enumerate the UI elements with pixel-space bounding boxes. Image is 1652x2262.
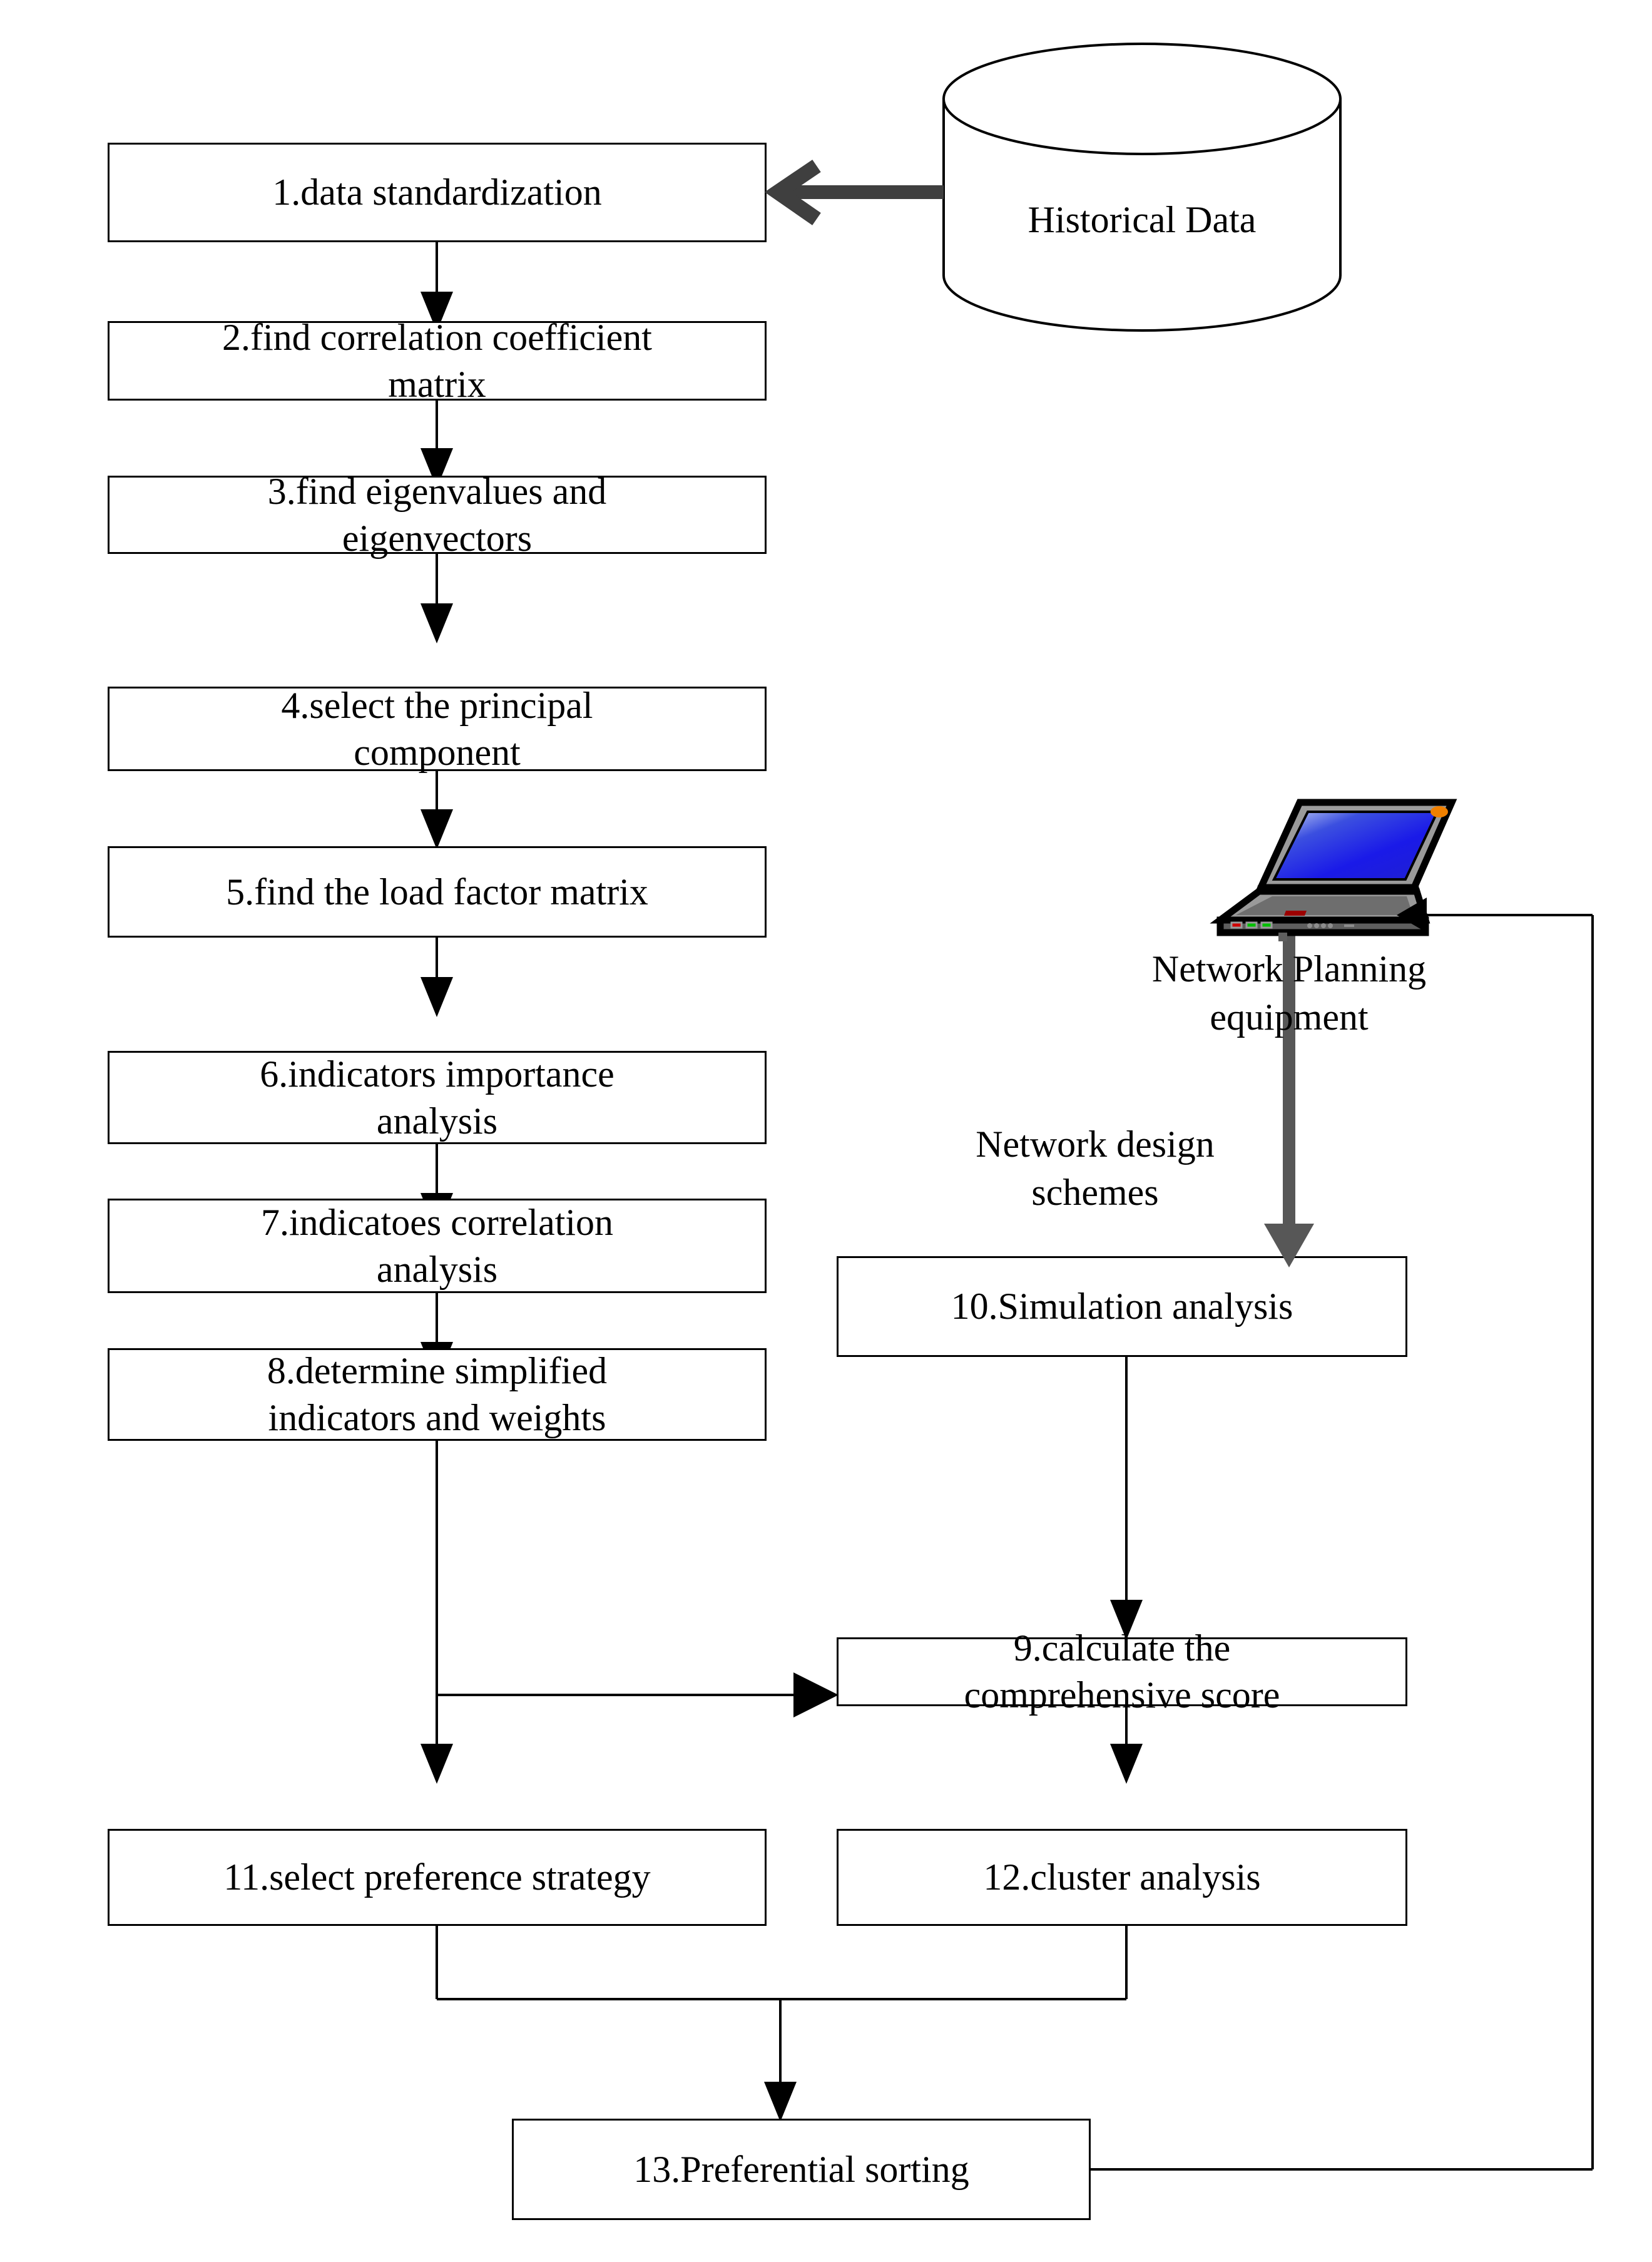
node-8-label: 8.determine simplified indicators and we… bbox=[267, 1350, 608, 1438]
node-2-label: 2.find correlation coefficient matrix bbox=[222, 316, 652, 405]
node-9-calculate-comprehensive-score[interactable]: 9.calculate the comprehensive score bbox=[837, 1627, 1407, 1716]
node-4-label: 4.select the principal component bbox=[281, 684, 593, 773]
historical-data-cylinder bbox=[942, 43, 1342, 332]
laptop-led-red bbox=[1230, 921, 1243, 929]
laptop-icon bbox=[1210, 799, 1457, 941]
arrowhead-1-2 bbox=[421, 292, 453, 332]
arrowhead-5-6 bbox=[421, 977, 453, 1017]
thick-arrow-db-to-node1 bbox=[764, 160, 944, 225]
laptop-led-green-2 bbox=[1260, 921, 1273, 929]
arrowhead-2-3 bbox=[421, 448, 453, 488]
arrowhead-4-5 bbox=[421, 809, 453, 849]
node-5-label: 5.find the load factor matrix bbox=[226, 871, 648, 913]
node-2-correlation-coefficient-matrix[interactable]: 2.find correlation coefficient matrix bbox=[108, 317, 767, 405]
node-4-select-principal-component[interactable]: 4.select the principal component bbox=[108, 685, 767, 773]
node-11-select-preference-strategy[interactable]: 11.select preference strategy bbox=[108, 1829, 767, 1926]
node-13-label: 13.Preferential sorting bbox=[633, 2148, 969, 2190]
node-5-load-factor-matrix[interactable]: 5.find the load factor matrix bbox=[108, 846, 767, 938]
node-9-label: 9.calculate the comprehensive score bbox=[964, 1627, 1280, 1716]
node-8-determine-simplified-indicators-weights[interactable]: 8.determine simplified indicators and we… bbox=[108, 1348, 767, 1441]
node-3-eigenvalues-eigenvectors[interactable]: 3.find eigenvalues and eigenvectors bbox=[108, 471, 767, 559]
node-7-indicatoes-correlation-analysis[interactable]: 7.indicatoes correlation analysis bbox=[108, 1199, 767, 1293]
arrowhead-8-11 bbox=[421, 1744, 453, 1784]
node-6-label: 6.indicators importance analysis bbox=[260, 1053, 614, 1142]
node-3-label: 3.find eigenvalues and eigenvectors bbox=[267, 470, 607, 559]
arrowhead-join-13 bbox=[764, 2082, 797, 2122]
node-13-preferential-sorting[interactable]: 13.Preferential sorting bbox=[512, 2119, 1091, 2220]
node-10-simulation-analysis[interactable]: 10.Simulation analysis bbox=[837, 1256, 1407, 1357]
laptop-led-green-1 bbox=[1245, 921, 1258, 929]
node-10-label: 10.Simulation analysis bbox=[951, 1286, 1293, 1327]
thick-arrow-laptop-to-node10 bbox=[1264, 926, 1314, 1267]
cylinder-top bbox=[942, 43, 1342, 155]
node-12-cluster-analysis[interactable]: 12.cluster analysis bbox=[837, 1829, 1407, 1926]
arrowhead-8-9 bbox=[793, 1672, 839, 1717]
arrowhead-3-4 bbox=[421, 603, 453, 643]
node-1-data-standardization[interactable]: 1.data standardization bbox=[108, 143, 767, 242]
node-11-label: 11.select preference strategy bbox=[223, 1856, 651, 1898]
node-6-indicators-importance-analysis[interactable]: 6.indicators importance analysis bbox=[108, 1051, 767, 1144]
arrowhead-9-12 bbox=[1110, 1744, 1143, 1784]
laptop-power-dot bbox=[1430, 806, 1448, 817]
arrowhead-10-9 bbox=[1110, 1600, 1143, 1640]
node-1-label: 1.data standardization bbox=[272, 171, 602, 213]
cylinder-body bbox=[942, 98, 1342, 332]
node-7-label: 7.indicatoes correlation analysis bbox=[260, 1201, 614, 1290]
laptop-inbound-arrowhead bbox=[1397, 898, 1427, 933]
node-12-label: 12.cluster analysis bbox=[983, 1856, 1261, 1898]
